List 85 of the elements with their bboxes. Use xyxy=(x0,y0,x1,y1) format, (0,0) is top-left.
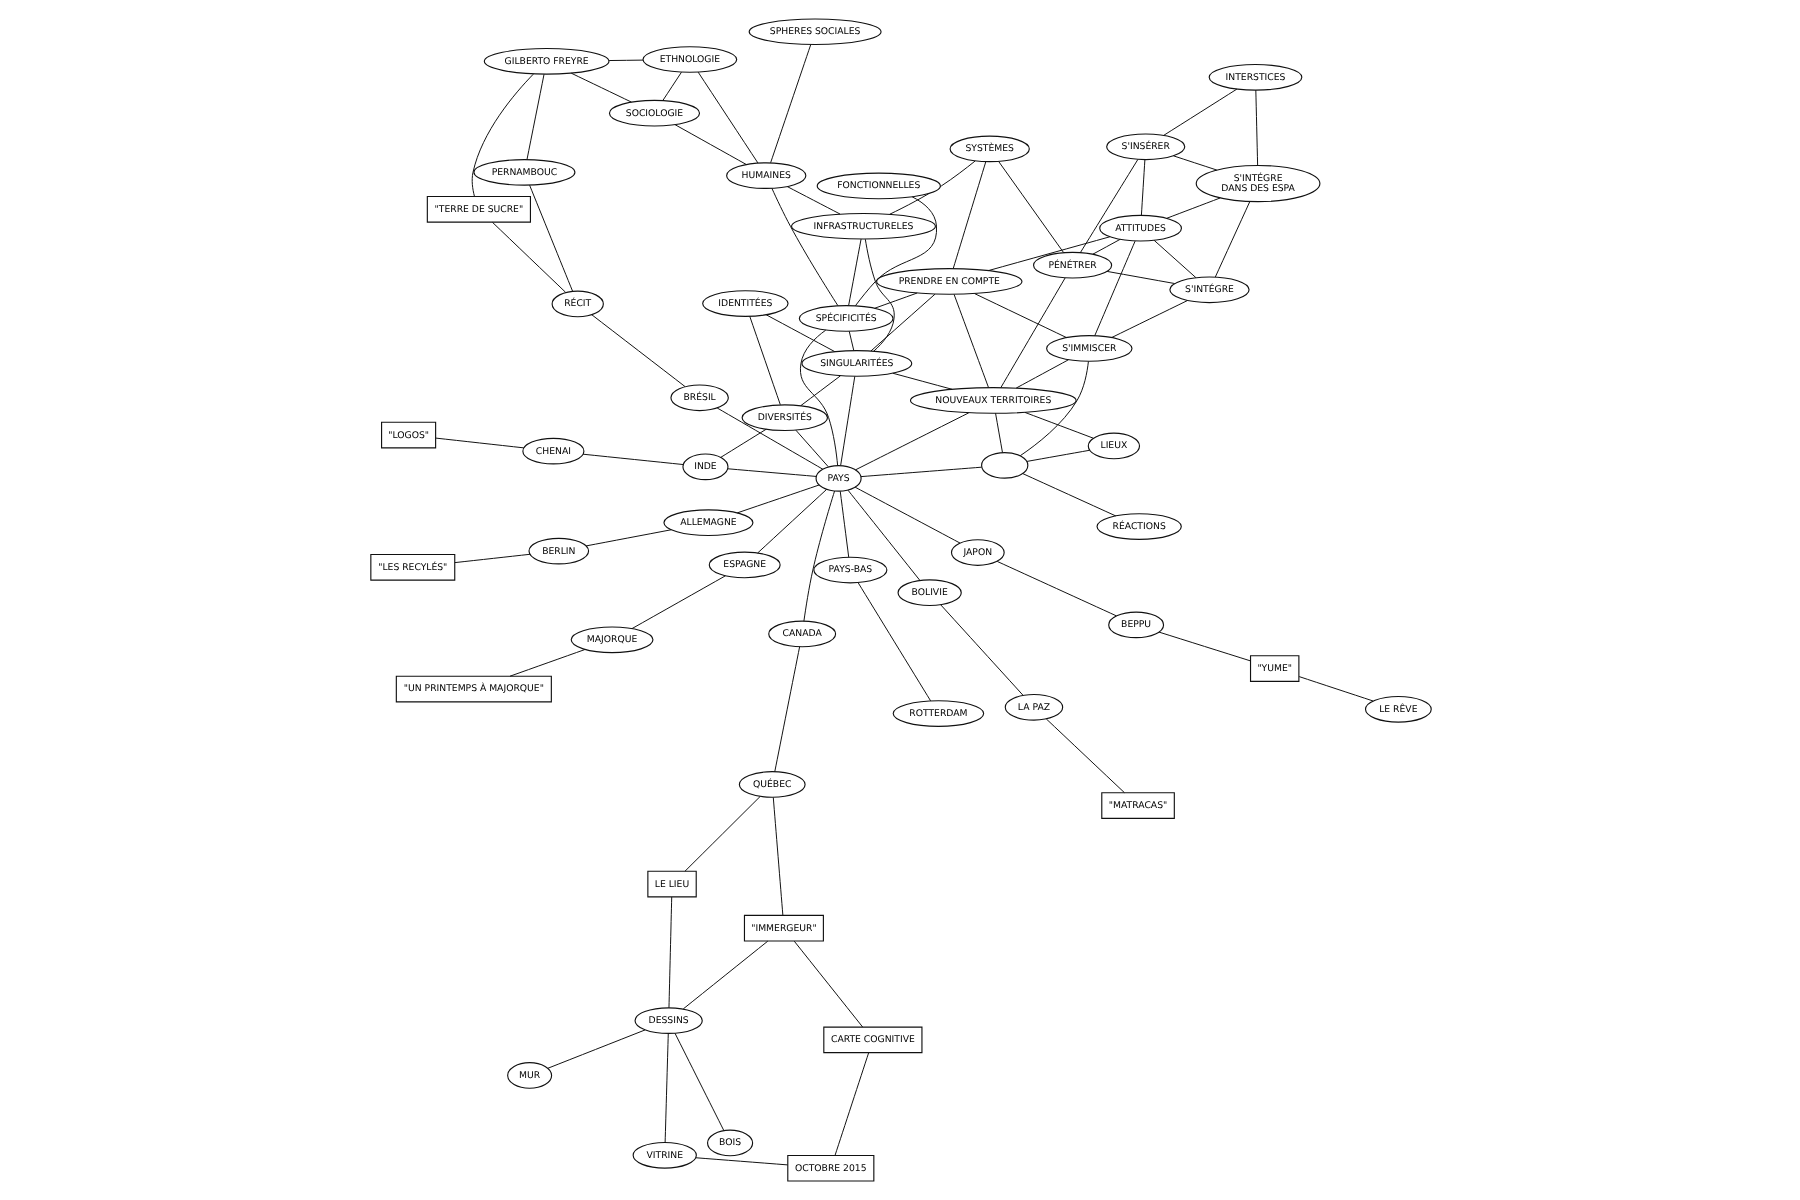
connector xyxy=(726,468,816,477)
connector xyxy=(663,1033,668,1143)
connector xyxy=(799,375,840,407)
connector xyxy=(715,407,823,470)
connector xyxy=(1152,239,1196,279)
connector xyxy=(951,161,986,270)
connector xyxy=(1165,197,1220,219)
connector xyxy=(853,196,936,307)
connector xyxy=(661,71,681,102)
connector xyxy=(490,221,566,293)
connector xyxy=(1044,718,1124,794)
connector xyxy=(773,646,800,773)
connector xyxy=(856,582,931,702)
connector xyxy=(792,940,863,1028)
connector xyxy=(973,293,1066,339)
connector xyxy=(569,72,631,103)
connector xyxy=(833,1052,869,1156)
connector xyxy=(607,59,643,62)
connector xyxy=(630,575,725,630)
connector xyxy=(1172,155,1217,171)
connector xyxy=(453,553,530,564)
connector xyxy=(525,73,544,160)
connector xyxy=(1110,300,1187,338)
connector xyxy=(1021,473,1116,517)
connector xyxy=(859,466,982,478)
connector xyxy=(1254,89,1258,166)
connector xyxy=(995,560,1116,617)
connector xyxy=(696,71,758,164)
connector xyxy=(1014,359,1068,389)
node-ellipse xyxy=(980,452,1028,479)
connector xyxy=(986,236,1110,272)
connector xyxy=(508,649,585,677)
connector xyxy=(590,314,685,388)
connector xyxy=(470,73,533,197)
connector xyxy=(719,428,766,458)
connector xyxy=(764,314,835,353)
connector xyxy=(853,486,960,544)
connector xyxy=(939,604,1023,696)
connector xyxy=(748,315,780,406)
connector xyxy=(863,238,894,352)
connector xyxy=(846,489,920,581)
connector xyxy=(694,1157,788,1166)
connector xyxy=(546,1029,645,1069)
connector xyxy=(735,484,819,514)
connector xyxy=(1093,240,1135,337)
connector xyxy=(1213,201,1250,278)
connector xyxy=(891,372,952,390)
connector xyxy=(854,412,969,471)
connector xyxy=(1157,631,1250,662)
connector xyxy=(681,940,768,1010)
connector xyxy=(999,277,1065,389)
connector xyxy=(1018,360,1088,457)
connector xyxy=(756,488,827,554)
connector xyxy=(798,329,838,467)
connector xyxy=(1091,238,1120,255)
connector xyxy=(838,490,849,558)
connector xyxy=(434,437,524,449)
connector xyxy=(770,187,838,307)
connector xyxy=(581,453,683,466)
connector xyxy=(994,412,1002,454)
connector xyxy=(847,238,861,306)
connector xyxy=(1078,158,1138,254)
connector xyxy=(667,896,672,1009)
connector xyxy=(869,293,935,352)
connector xyxy=(794,429,828,468)
connector xyxy=(952,293,988,389)
connector xyxy=(771,797,783,916)
connector xyxy=(1025,449,1090,462)
connector xyxy=(584,529,671,547)
connector xyxy=(839,375,855,466)
connector xyxy=(528,184,573,292)
connector xyxy=(785,186,840,215)
connector xyxy=(997,161,1064,254)
connector xyxy=(1023,411,1093,439)
connector xyxy=(673,124,746,165)
connector xyxy=(769,44,811,164)
connector xyxy=(1105,270,1175,285)
connector xyxy=(683,796,760,872)
connector xyxy=(673,1032,724,1132)
connector xyxy=(802,490,835,622)
connector xyxy=(873,292,917,309)
connector xyxy=(1139,159,1145,216)
connector xyxy=(1297,676,1373,702)
connector xyxy=(847,330,854,351)
connector xyxy=(1162,88,1237,136)
